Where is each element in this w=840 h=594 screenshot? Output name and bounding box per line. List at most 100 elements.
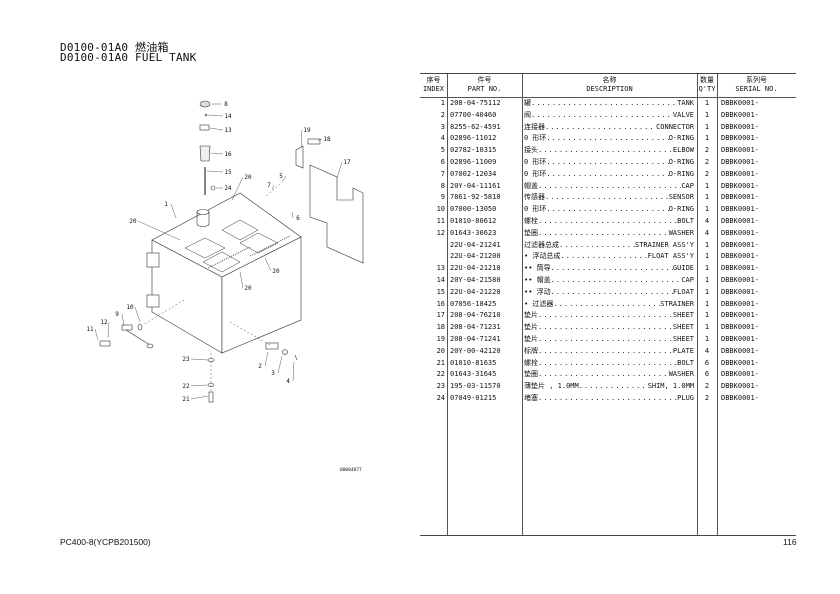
column-divider — [717, 74, 718, 535]
dot-leader — [538, 216, 677, 228]
cell-index: 3 — [440, 122, 445, 131]
description-en: SHEET — [672, 323, 694, 332]
cell-description: •• 筒导GUIDE — [524, 263, 694, 275]
dot-leader — [538, 145, 673, 157]
cell-quantity: 1 — [704, 193, 710, 202]
cell-description: 连接器CONNECTOR — [524, 122, 694, 134]
cell-description: 薄垫片 , 1.0MMSHIM, 1.0MM — [524, 381, 694, 393]
callout-label: 21 — [182, 396, 190, 403]
callout-label: 8 — [224, 101, 228, 108]
cell-part-number: 02896-11009 — [450, 158, 497, 166]
description-en: CAP — [681, 276, 694, 284]
description-cn: 传感器 — [524, 193, 545, 202]
cell-serial: DBBK0001- — [721, 394, 759, 402]
description-cn: 螺栓 — [524, 217, 538, 225]
header-index-en: INDEX — [422, 85, 445, 93]
callout-label: 14 — [224, 113, 232, 120]
cell-quantity: 2 — [704, 158, 710, 166]
cell-part-number: 07002-12034 — [450, 169, 497, 178]
cell-description: 堵塞PLUG — [524, 393, 694, 405]
cell-part-number: 20Y-04-11161 — [450, 181, 501, 190]
cell-description: •• 浮动FLOAT — [524, 287, 694, 299]
cell-quantity: 2 — [704, 169, 710, 178]
column-divider — [697, 74, 698, 535]
cell-quantity: 1 — [704, 122, 710, 131]
cell-serial: DBBK0001- — [721, 311, 759, 320]
cell-index: 1 — [440, 99, 445, 107]
cell-description: 0 形环O-RING — [524, 157, 694, 169]
callout-leader-line — [231, 176, 244, 201]
description-cn: 0 形环 — [524, 169, 547, 178]
dot-leader — [545, 122, 656, 134]
cell-part-number: 07700-40460 — [450, 110, 497, 119]
cell-serial: DBBK0001- — [721, 264, 759, 273]
description-cn: 堵塞 — [524, 394, 538, 402]
header-part-cn: 件号 — [477, 76, 492, 84]
cell-description: 0 形环O-RING — [524, 133, 694, 145]
header-serial-en: SERIAL NO. — [735, 85, 778, 93]
callout-leader-line — [281, 175, 287, 183]
description-cn: 垫片 — [524, 335, 538, 343]
cell-index: 17 — [436, 311, 445, 320]
dot-leader — [553, 299, 660, 311]
cell-index: 5 — [440, 146, 445, 155]
cell-part-number: 20Y-00-42120 — [450, 346, 501, 355]
description-cn: 螺栓 — [524, 358, 538, 367]
column-divider — [522, 74, 523, 535]
cell-index: 14 — [436, 276, 445, 284]
cell-part-number: 07049-01215 — [450, 394, 497, 402]
callout-label: 16 — [224, 151, 232, 158]
callout-leader-line — [107, 321, 110, 339]
cell-part-number: 01643-31645 — [450, 370, 497, 379]
cell-serial: DBBK0001- — [721, 193, 759, 202]
cell-description: 罐TANK — [524, 98, 694, 110]
cell-part-number: 22U-04-21241 — [450, 240, 501, 249]
cell-serial: DBBK0001- — [721, 323, 759, 332]
callout-label: 7 — [267, 182, 271, 189]
description-cn: • 过滤器 — [524, 299, 554, 308]
cell-part-number: 02896-11012 — [450, 134, 497, 143]
description-cn: •• 帽盖 — [524, 276, 551, 284]
cell-description: 阀VALVE — [524, 110, 694, 122]
dot-leader — [538, 181, 681, 193]
cell-serial: DBBK0001- — [721, 169, 759, 178]
cell-quantity: 2 — [704, 146, 710, 155]
callout-leader-line — [210, 152, 224, 155]
cell-index: 20 — [436, 346, 445, 355]
cell-index: 16 — [436, 299, 445, 308]
dot-leader — [559, 240, 635, 252]
dot-leader — [531, 110, 673, 122]
callout-label: 9 — [115, 311, 119, 318]
description-en: SHIM, 1.0MM — [647, 382, 694, 391]
description-en: O-RING — [668, 158, 694, 166]
callout-label: 4 — [286, 378, 290, 385]
cell-description: 传感器SENSOR — [524, 192, 694, 204]
cell-part-number: 208-04-75112 — [450, 99, 501, 107]
cell-part-number: 02782-10315 — [450, 146, 497, 155]
description-cn: 0 形环 — [524, 134, 547, 143]
callout-label: 22 — [182, 383, 190, 390]
cell-index: 19 — [436, 335, 445, 343]
dot-leader — [546, 157, 668, 169]
cell-part-number: 208-04-71231 — [450, 323, 501, 332]
cell-index: 2 — [440, 110, 445, 119]
dot-leader — [546, 204, 668, 216]
description-en: BOLT — [677, 358, 694, 367]
cell-serial: DBBK0001- — [721, 299, 759, 308]
header-desc-en: DESCRIPTION — [586, 85, 633, 93]
description-en: CONNECTOR — [656, 122, 694, 131]
cell-part-number: 07000-13050 — [450, 205, 497, 214]
cell-part-number: 01010-80612 — [450, 217, 497, 225]
cell-serial: DBBK0001- — [721, 382, 759, 391]
callout-label: 18 — [323, 136, 331, 143]
description-en: FLOAT ASS'Y — [647, 252, 694, 261]
description-en: STRAINER ASS'Y — [634, 240, 694, 249]
dot-leader — [538, 369, 669, 381]
callout-leader-line — [170, 203, 177, 219]
